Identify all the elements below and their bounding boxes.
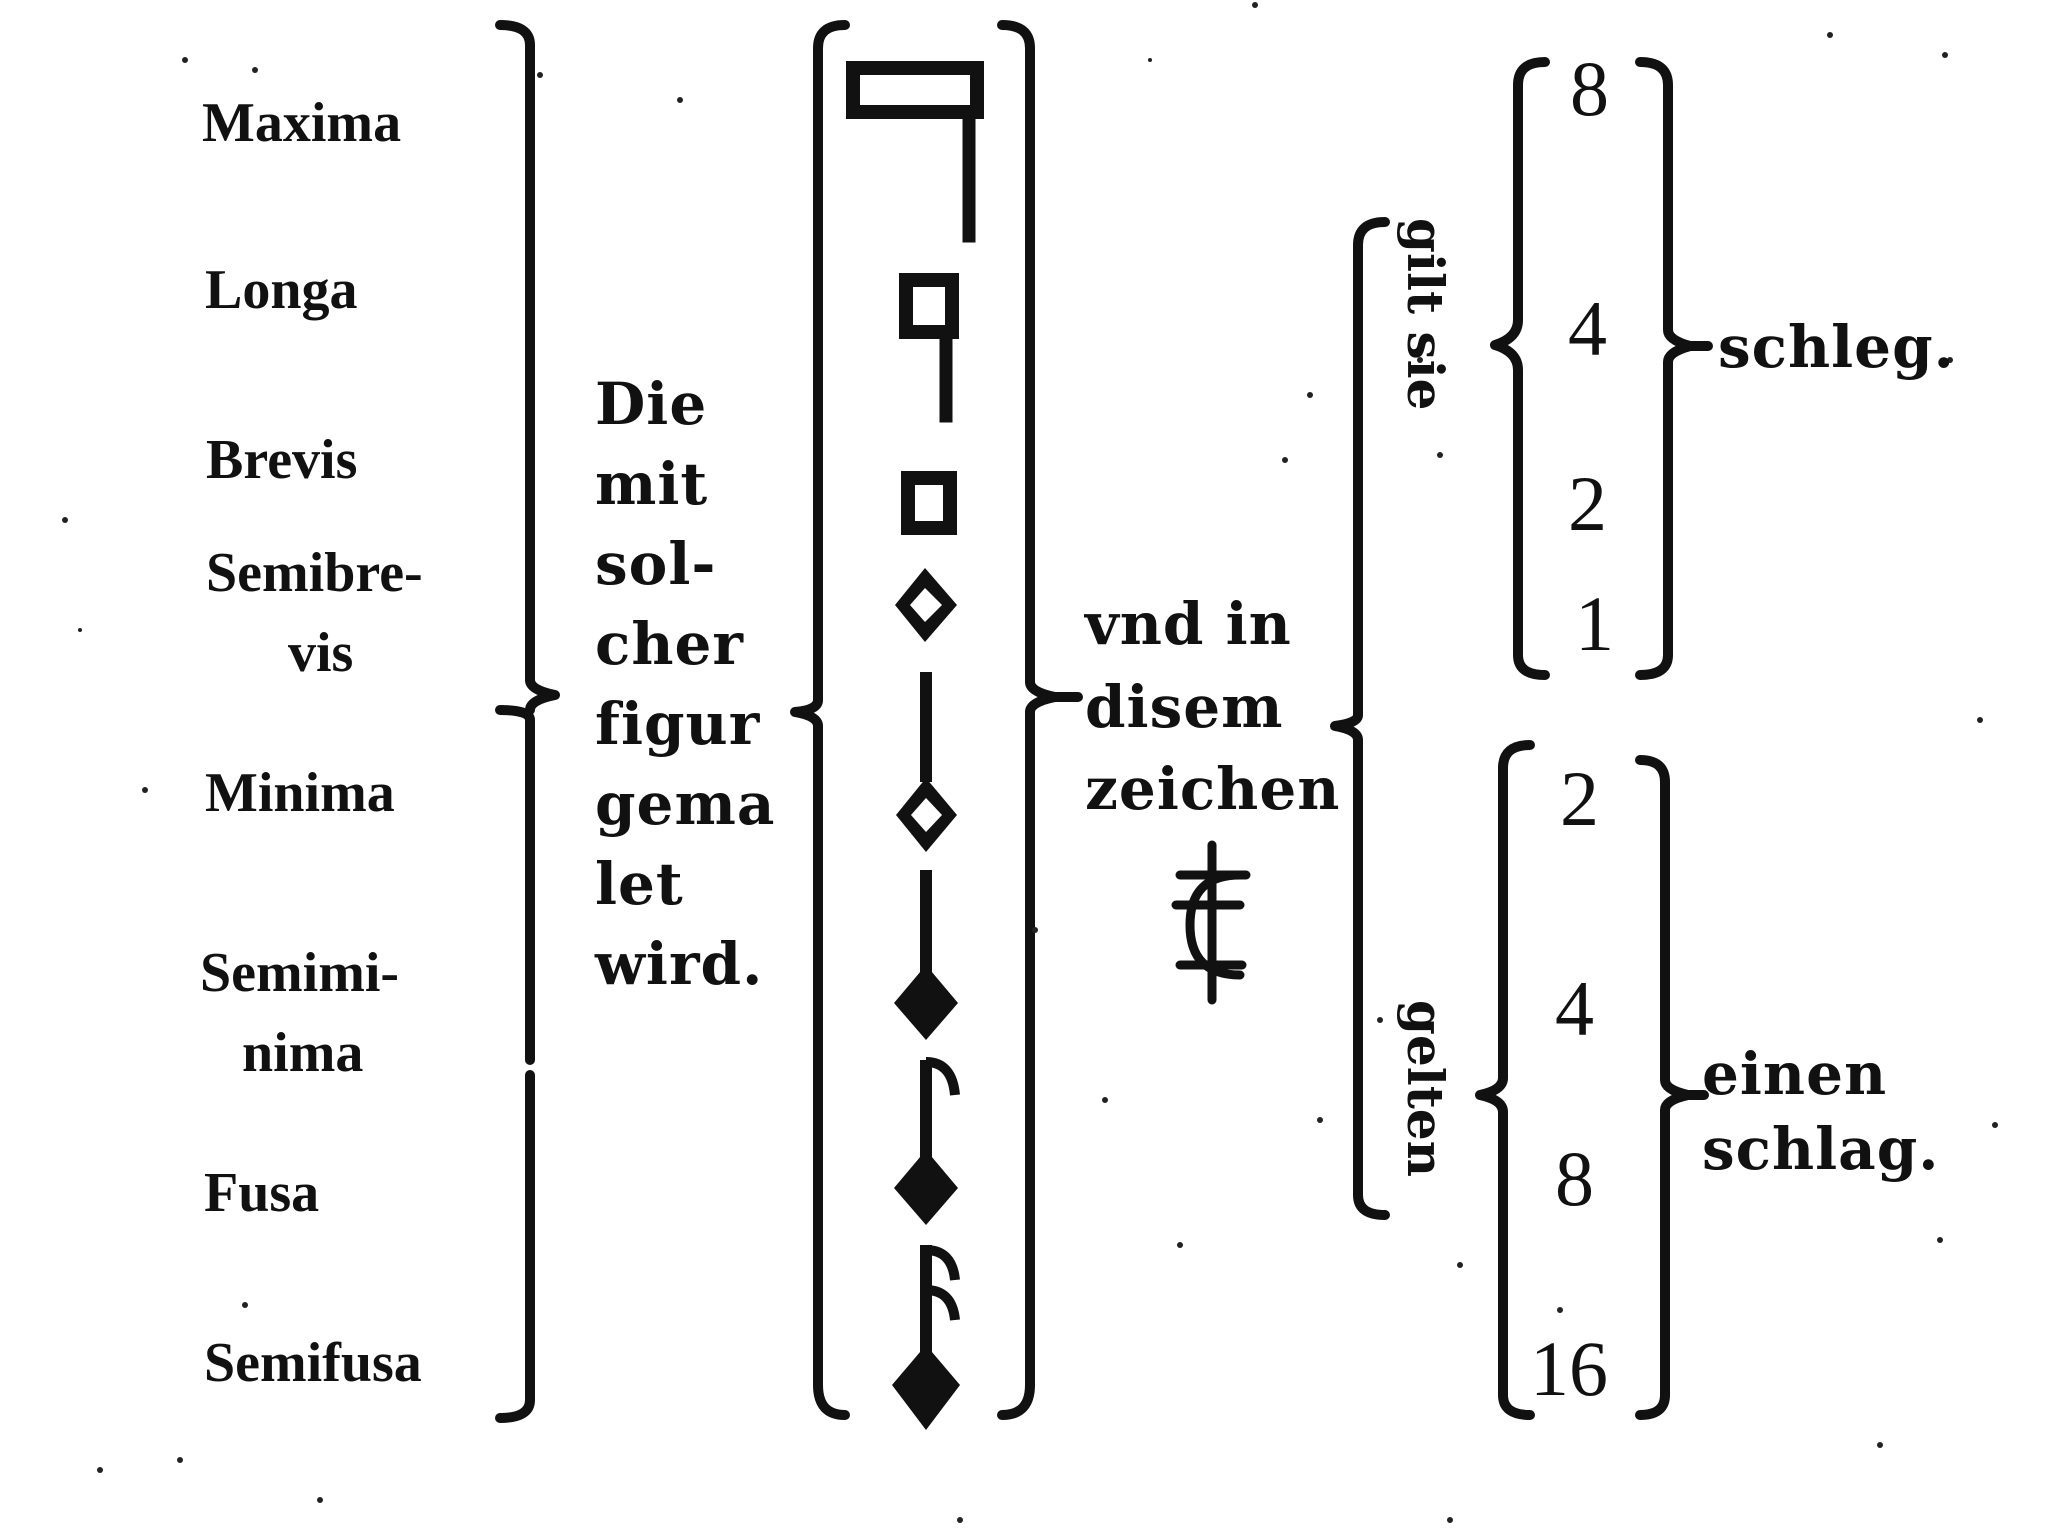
brevis-note-icon: [901, 471, 957, 535]
middle-text-line8: wird.: [595, 930, 764, 998]
note-name-semibrevis-line1: Semibre-: [206, 542, 423, 604]
lower-number-2: 2: [1560, 755, 1599, 842]
semiminima-note-icon: [894, 870, 958, 1040]
gilt-gelten-bracket: [1330, 217, 1390, 1220]
note-name-minima: Minima: [205, 762, 395, 824]
middle-text-line3: sol-: [595, 530, 717, 598]
longa-note-icon: [899, 273, 959, 423]
right-text-line2: disem: [1085, 673, 1284, 741]
semibrevis-note-icon: [895, 568, 957, 642]
lower-number-4: 4: [1555, 965, 1594, 1052]
bracket-lower-group: [495, 1070, 535, 1423]
note-name-brevis: Brevis: [206, 429, 358, 491]
note-name-fusa: Fusa: [204, 1162, 320, 1224]
note-name-semiminima-line1: Semimi-: [200, 942, 400, 1004]
lower-numbers-left-bracket: [1475, 740, 1535, 1420]
middle-text-line6: gema: [595, 770, 776, 838]
gelten-label: gelten: [1396, 1000, 1455, 1178]
middle-text-line2: mit: [595, 450, 709, 518]
note-column-left-bracket: [790, 20, 850, 1420]
note-name-semifusa: Semifusa: [204, 1332, 422, 1394]
lower-number-16: 16: [1530, 1325, 1608, 1412]
lower-result-line2: schlag.: [1702, 1115, 1940, 1183]
maxima-note-icon: [846, 61, 984, 243]
gilt-sie-label: gilt sie: [1396, 218, 1455, 411]
upper-number-8: 8: [1570, 45, 1609, 132]
lower-number-8: 8: [1555, 1135, 1594, 1222]
right-text-line1: vnd in: [1085, 590, 1292, 658]
lower-numbers-right-bracket: [1635, 755, 1693, 1420]
middle-text-line5: figur: [595, 690, 761, 758]
middle-text-line1: Die: [595, 370, 708, 438]
upper-result-schleg: schleg.: [1718, 313, 1955, 381]
upper-numbers-left-bracket: [1490, 57, 1550, 680]
upper-number-2: 2: [1568, 460, 1607, 547]
bracket-upper-group: [495, 20, 560, 715]
note-name-maxima: Maxima: [202, 92, 402, 154]
bracket-middle-group: [495, 705, 535, 1065]
note-name-semiminima-line2: nima: [242, 1022, 364, 1084]
middle-text-line4: cher: [595, 610, 744, 678]
cut-c-mensuration-sign-icon: [1171, 840, 1251, 1005]
note-column-right-bracket: [997, 20, 1060, 1420]
middle-text-line7: let: [595, 850, 684, 918]
fusa-note-icon: [894, 1057, 960, 1225]
minima-note-icon: [896, 672, 957, 852]
lower-result-line1: einen: [1702, 1040, 1888, 1108]
right-text-line3: zeichen: [1085, 755, 1341, 823]
note-name-semibrevis-line2: vis: [288, 622, 354, 684]
semifusa-note-icon: [892, 1245, 960, 1430]
note-name-longa: Longa: [205, 259, 358, 321]
upper-number-1: 1: [1575, 580, 1614, 667]
upper-numbers-right-bracket: [1635, 57, 1695, 680]
upper-number-4: 4: [1568, 285, 1607, 372]
